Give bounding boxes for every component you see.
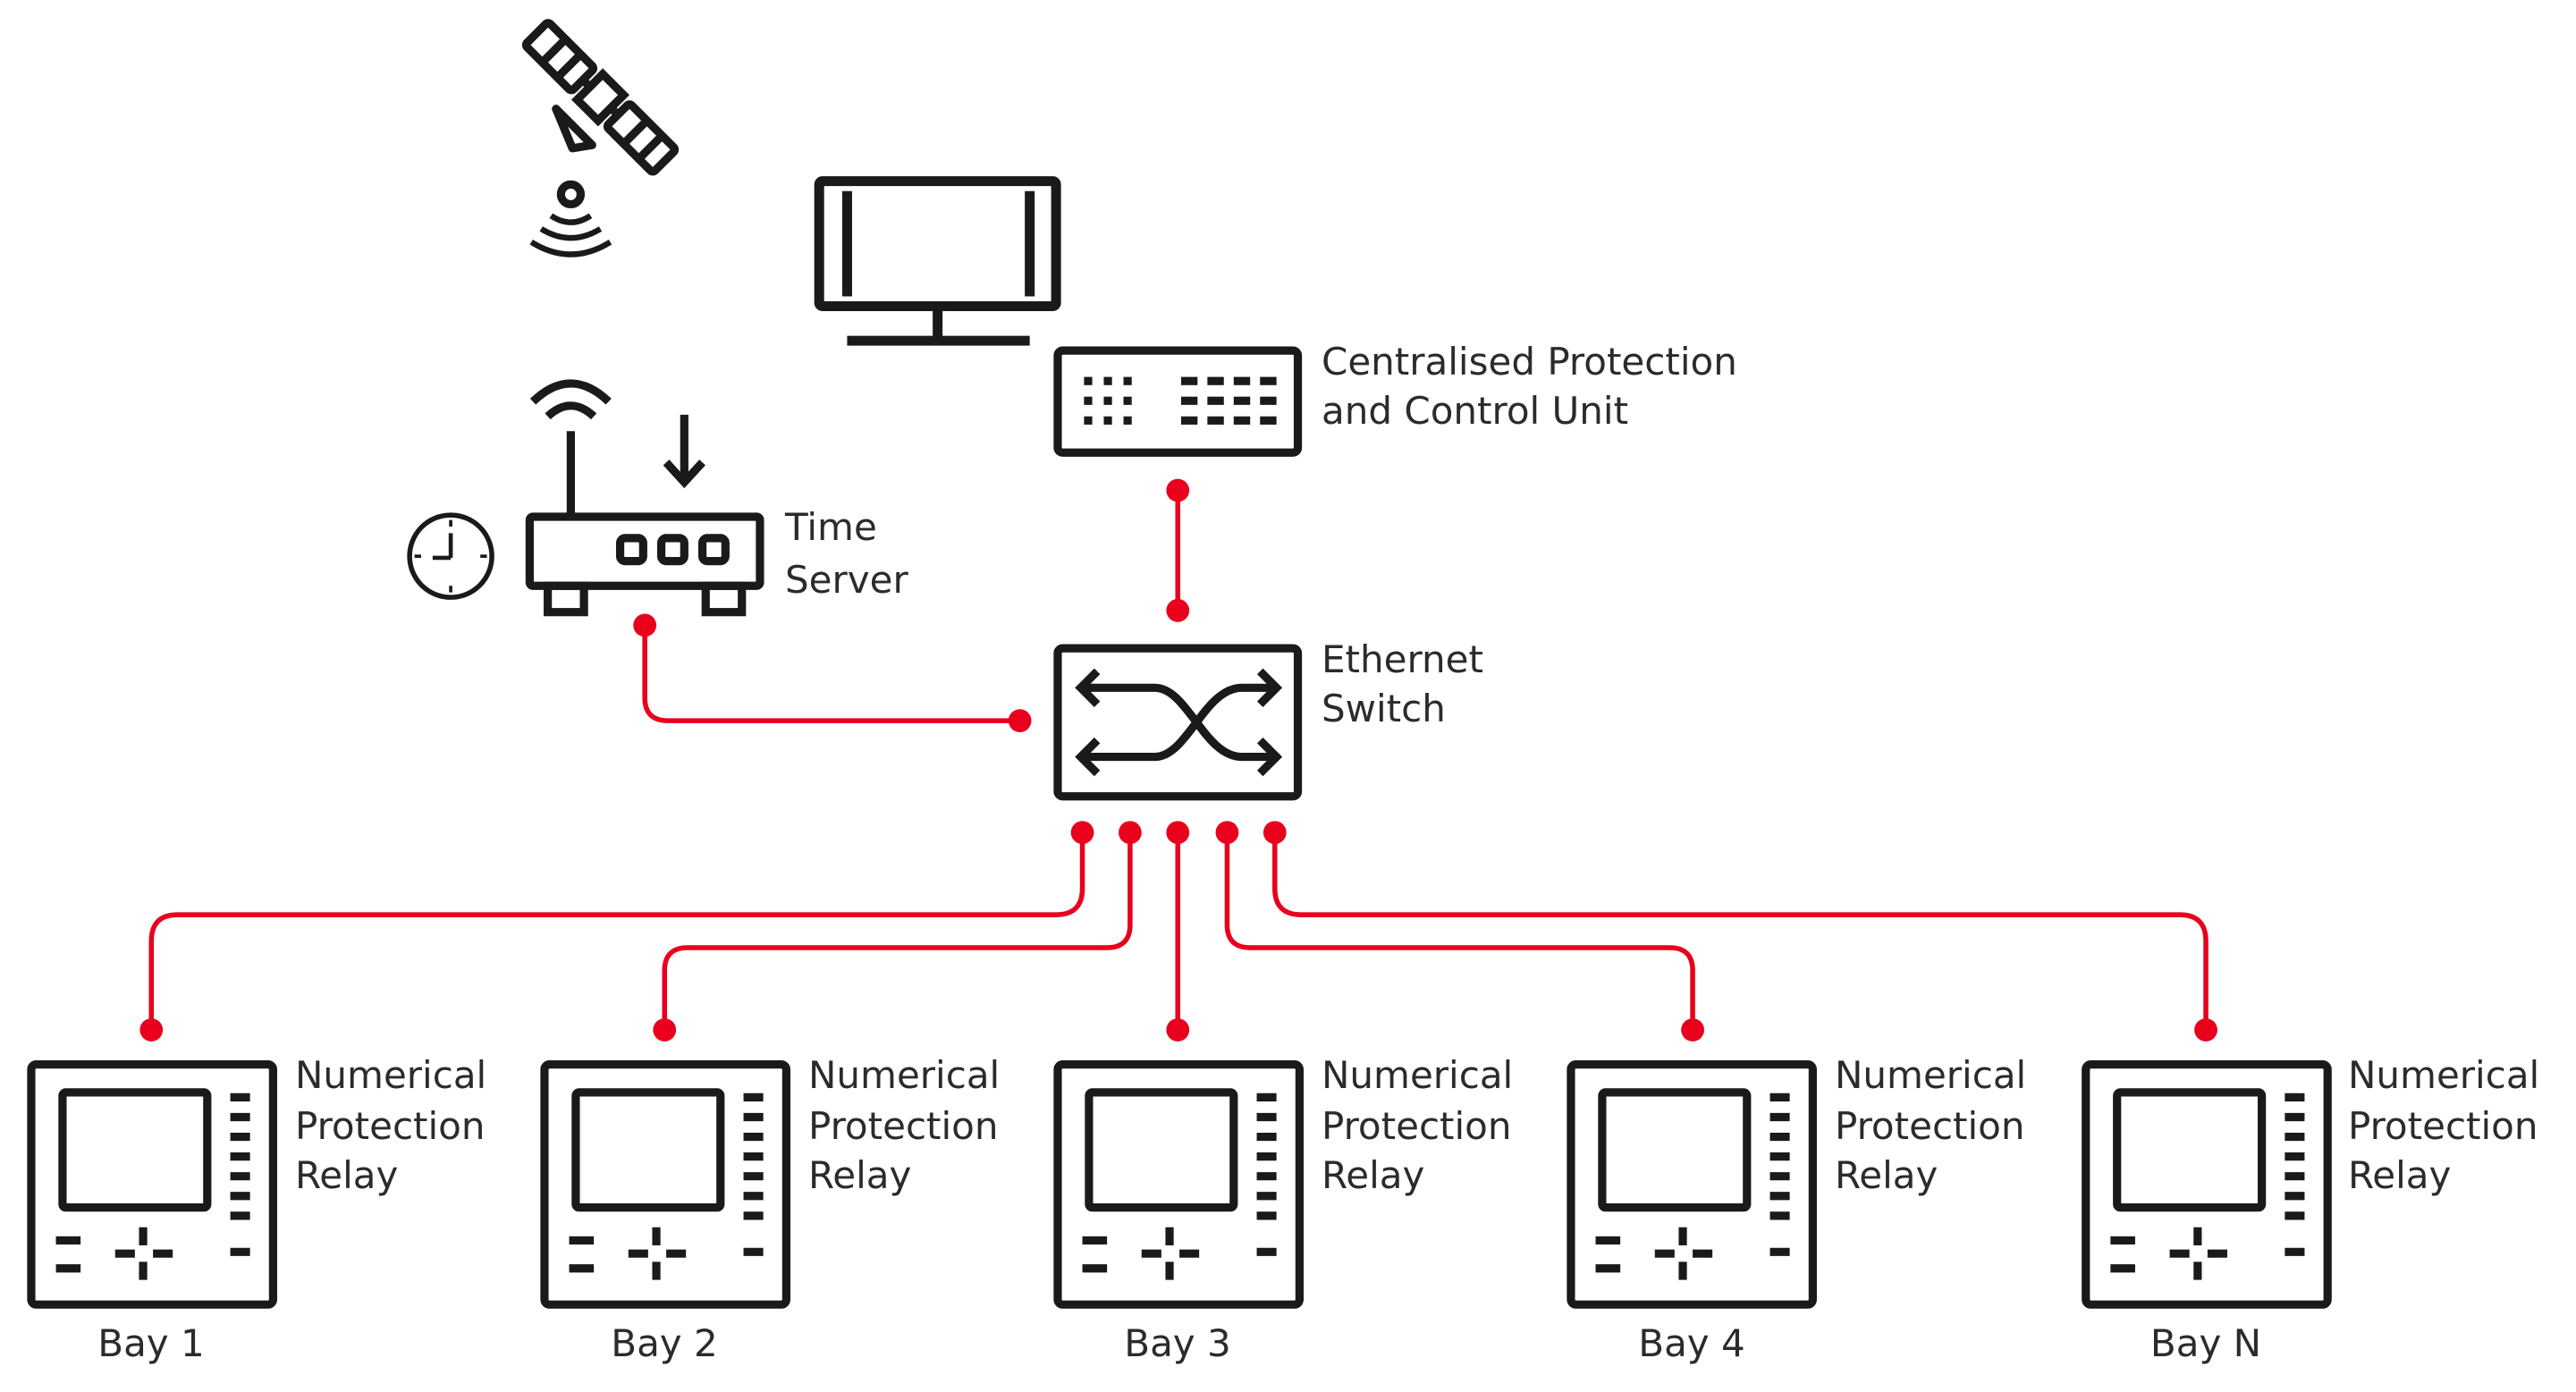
- clock-icon: [407, 512, 494, 600]
- bay-label: Bay 2: [611, 1321, 718, 1365]
- relay-label-line1: Numerical: [2348, 1053, 2540, 1097]
- cpcu-unit-icon: [1053, 346, 1303, 457]
- time-server-label-line2: Server: [785, 558, 908, 602]
- relay-label-line3: Relay: [295, 1153, 399, 1197]
- switch-label-line1: Ethernet: [1322, 637, 1483, 681]
- cpcu-label-line1: Centralised Protection: [1322, 340, 1737, 384]
- link-time-server-switch: [642, 625, 1020, 723]
- relay-label-line3: Relay: [808, 1153, 912, 1197]
- link-bay-2: [662, 832, 1133, 1030]
- port-dot: [139, 1018, 164, 1042]
- wifi-icon: [529, 379, 612, 517]
- port-dot: [1008, 709, 1032, 732]
- port-dot: [1166, 1018, 1190, 1042]
- bay-label: Bay 4: [1638, 1321, 1745, 1365]
- bay-label: Bay 3: [1124, 1321, 1231, 1365]
- relay-label-line1: Numerical: [295, 1053, 487, 1097]
- relay-icon: [1571, 1065, 1812, 1305]
- relay-icon: [2086, 1065, 2327, 1305]
- network-links: [148, 490, 2209, 1030]
- relay-label-line2: Protection: [2348, 1104, 2538, 1148]
- relay-icon: [1058, 1065, 1299, 1305]
- port-dot: [1119, 821, 1142, 845]
- relay-label-line2: Protection: [295, 1104, 486, 1148]
- time-server-label-line1: Time: [785, 505, 877, 549]
- port-dot: [1215, 821, 1239, 845]
- download-arrow-icon: [663, 414, 705, 489]
- port-dot: [1166, 821, 1190, 845]
- relay-label-line2: Protection: [1322, 1104, 1512, 1148]
- relay-label-line2: Protection: [808, 1104, 999, 1148]
- relay-label-line3: Relay: [1322, 1153, 1425, 1197]
- link-bay-4: [1224, 832, 1695, 1030]
- monitor-icon: [814, 176, 1061, 346]
- link-bay-n: [1272, 832, 2209, 1030]
- relay-icon: [545, 1065, 786, 1305]
- link-bay-1: [148, 832, 1085, 1030]
- port-dot: [653, 1018, 677, 1042]
- cpcu-label-line2: and Control Unit: [1322, 389, 1629, 433]
- port-dot: [1070, 821, 1094, 845]
- ethernet-switch-icon: [1053, 644, 1303, 801]
- satellite-icon: [521, 19, 680, 257]
- time-server-icon: [525, 512, 764, 617]
- relay-label-line1: Numerical: [1322, 1053, 1514, 1097]
- bay-label: Bay 1: [97, 1321, 205, 1365]
- port-dots: [139, 478, 2217, 1042]
- relay-label-line1: Numerical: [1835, 1053, 2027, 1097]
- port-dot: [633, 613, 657, 637]
- relay-label-line3: Relay: [1835, 1153, 1938, 1197]
- relay-icon: [31, 1065, 273, 1305]
- bay-label: Bay N: [2149, 1321, 2262, 1365]
- switch-label-line2: Switch: [1322, 687, 1446, 730]
- port-dot: [2194, 1018, 2217, 1042]
- relay-label-line1: Numerical: [808, 1053, 1001, 1097]
- port-dot: [1263, 821, 1287, 845]
- port-dot: [1166, 478, 1190, 502]
- relay-label-line2: Protection: [1835, 1104, 2025, 1148]
- port-dot: [1681, 1018, 1704, 1042]
- port-dot: [1166, 598, 1190, 622]
- relay-label-line3: Relay: [2348, 1153, 2452, 1197]
